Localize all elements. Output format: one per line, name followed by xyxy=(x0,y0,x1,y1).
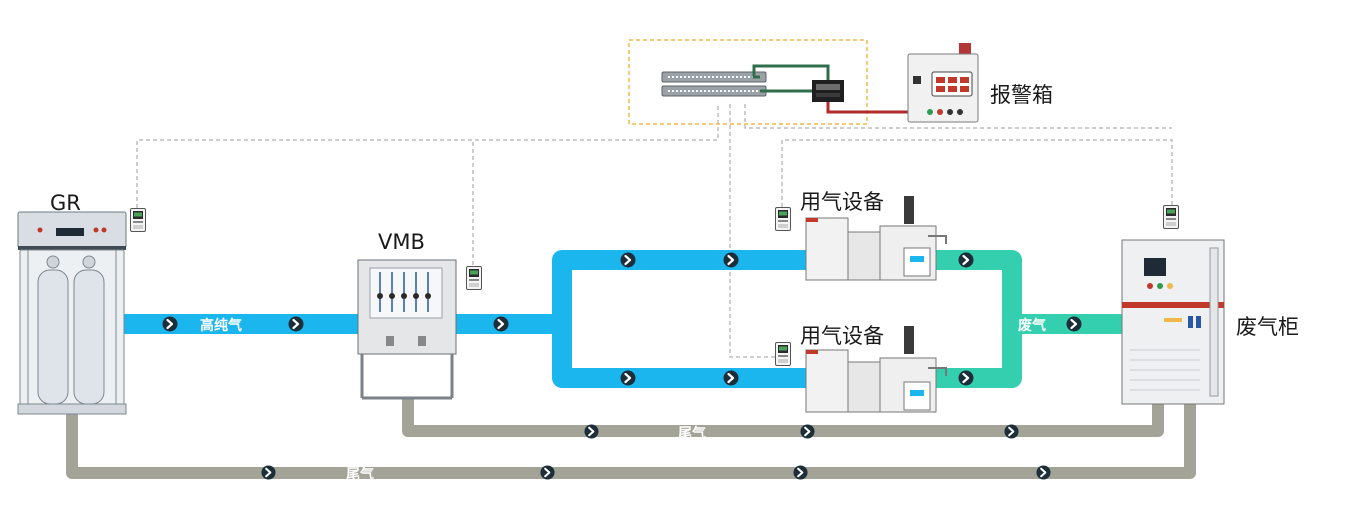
gas-detector-icon xyxy=(130,208,146,232)
equipment-bottom xyxy=(805,326,947,413)
chevron-right-icon xyxy=(958,252,974,268)
chevron-right-icon xyxy=(800,424,815,439)
gr-label: GR xyxy=(50,191,81,215)
vmb-label: VMB xyxy=(378,230,425,254)
chevron-right-icon xyxy=(723,370,739,386)
chevron-right-icon xyxy=(540,465,555,480)
tail-gas-label-upper: 尾气 xyxy=(678,426,706,442)
equipment-top xyxy=(805,196,947,281)
flow-arrows xyxy=(162,252,1082,480)
controller-module xyxy=(812,80,844,102)
waste-gas-label: 废气 xyxy=(1018,318,1046,334)
chevron-right-icon xyxy=(1066,316,1082,332)
chevron-right-icon xyxy=(493,316,509,332)
network-box xyxy=(628,39,910,125)
chevron-right-icon xyxy=(261,465,276,480)
alarm-box-label: 报警箱 xyxy=(990,83,1053,107)
chevron-right-icon xyxy=(162,316,178,332)
tail-gas-label-lower: 尾气 xyxy=(346,467,374,483)
chevron-right-icon xyxy=(288,316,304,332)
gas-detector-icon xyxy=(775,207,791,231)
high-purity-gas-label: 高纯气 xyxy=(200,318,242,334)
gas-detector-icon xyxy=(1163,205,1179,229)
tail-gas-pipes xyxy=(66,398,1196,479)
signal-lines xyxy=(136,104,1173,358)
network-switch xyxy=(661,71,767,97)
alarm-box xyxy=(907,43,979,123)
chevron-right-icon xyxy=(584,424,599,439)
chevron-right-icon xyxy=(793,465,808,480)
equipment-bottom-label: 用气设备 xyxy=(800,324,884,348)
vmb-box xyxy=(357,259,457,400)
chevron-right-icon xyxy=(1004,424,1019,439)
gas-detector-icon xyxy=(466,266,482,290)
chevron-right-icon xyxy=(1036,465,1051,480)
chevron-right-icon xyxy=(620,252,636,268)
gr-cabinet xyxy=(17,211,127,415)
chevron-right-icon xyxy=(723,252,739,268)
chevron-right-icon xyxy=(620,370,636,386)
gas-detector-icon xyxy=(775,342,791,366)
exhaust-cabinet xyxy=(1121,239,1225,405)
chevron-right-icon xyxy=(958,370,974,386)
equipment-top-label: 用气设备 xyxy=(800,190,884,214)
exhaust-cabinet-label: 废气柜 xyxy=(1236,315,1299,339)
